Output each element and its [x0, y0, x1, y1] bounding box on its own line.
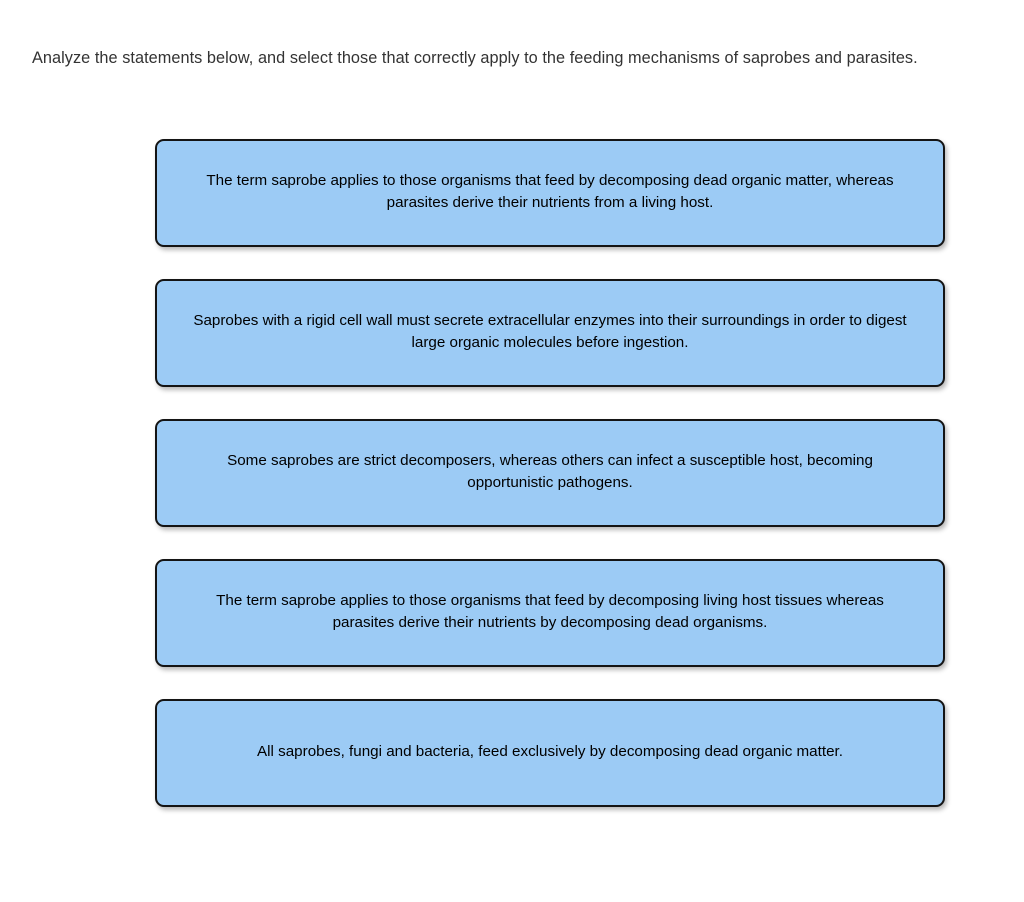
choice-card-3[interactable]: Some saprobes are strict decomposers, wh…	[155, 419, 945, 527]
choice-label: The term saprobe applies to those organi…	[216, 592, 884, 631]
question-prompt: Analyze the statements below, and select…	[32, 49, 918, 68]
choice-card-4[interactable]: The term saprobe applies to those organi…	[155, 559, 945, 667]
choice-card-2[interactable]: Saprobes with a rigid cell wall must sec…	[155, 279, 945, 387]
choice-card-1[interactable]: The term saprobe applies to those organi…	[155, 139, 945, 247]
choice-card-5[interactable]: All saprobes, fungi and bacteria, feed e…	[155, 699, 945, 807]
choice-label: Saprobes with a rigid cell wall must sec…	[193, 312, 907, 351]
choice-list: The term saprobe applies to those organi…	[155, 139, 945, 807]
choice-label: Some saprobes are strict decomposers, wh…	[227, 452, 873, 491]
choice-label: The term saprobe applies to those organi…	[206, 172, 894, 211]
choice-label: All saprobes, fungi and bacteria, feed e…	[257, 743, 843, 760]
